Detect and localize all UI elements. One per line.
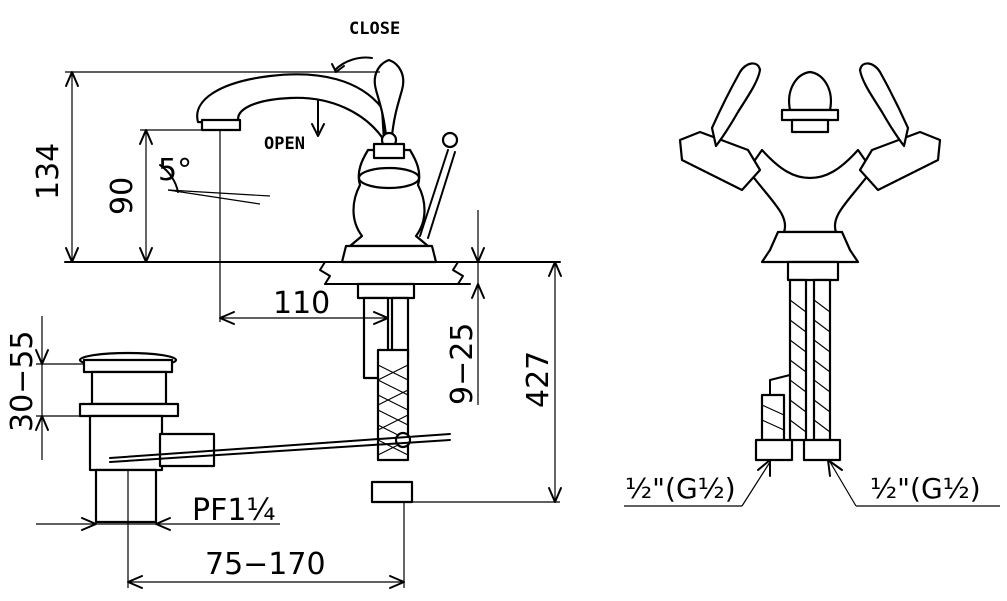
popup-rod [419,149,449,237]
angle-label: 5° [158,153,192,188]
dim-134-label: 134 [31,143,66,200]
front-spout [788,70,832,112]
right-inlet-nut [802,438,842,462]
dim-75-170-label: 75−170 [205,547,326,582]
front-body [746,148,874,234]
close-label: CLOSE [349,19,400,39]
inlet-leaders: ½"(G½) ½"(G½) [624,459,1000,507]
front-view: ½"(G½) ½"(G½) [624,62,1000,507]
dim-110-label: 110 [273,286,330,321]
front-hoses [754,260,842,462]
side-view: CLOSE OPEN 5° [5,19,562,589]
popup-waste [78,351,451,524]
front-base [760,230,860,264]
rod-clamp [394,431,412,449]
base-flange [340,244,438,264]
right-lever [858,62,910,148]
dim-pf: PF1¼ [36,493,280,531]
dim-30-55: 30−55 [5,316,84,460]
dim-pf-label: PF1¼ [192,493,276,528]
dim-110: 110 [219,130,389,325]
aerator [200,118,242,132]
pivot-rod [109,433,451,459]
angle-indicator: 5° [158,153,271,205]
dim-427-label: 427 [521,351,556,408]
supply-hoses [356,282,416,504]
right-inlet-label: ½"(G½) [870,472,981,505]
dim-30-55-label: 30−55 [5,331,40,432]
right-handle [858,130,942,192]
dim-134: 134 [31,71,380,263]
dim-75-170: 75−170 [127,470,405,589]
dim-90-label: 90 [105,177,140,215]
faucet-body [348,148,430,248]
left-inlet-label: ½"(G½) [625,472,736,505]
hose-nut [370,480,414,504]
left-handle [678,130,762,192]
left-lever [710,62,762,148]
dim-90: 90 [105,129,240,263]
open-label: OPEN [264,134,305,154]
popup-knob [441,131,459,149]
dim-9-25: 9−25 [445,210,485,405]
countertop-line [64,261,561,285]
close-arrow-icon [334,56,373,71]
dim-427: 427 [400,261,562,503]
left-inlet-nut [754,438,794,462]
body-collar [357,166,421,190]
dim-9-25-label: 9−25 [445,323,480,405]
handle-cap [372,142,406,160]
